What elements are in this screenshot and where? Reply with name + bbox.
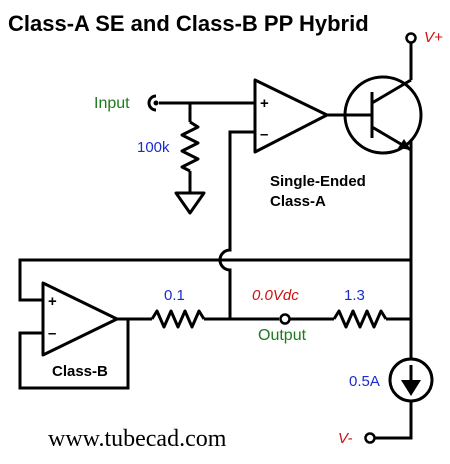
class-b-opamp — [41, 281, 119, 357]
vplus-terminal — [405, 32, 417, 44]
output-voltage-label: 0.0Vdc — [252, 287, 299, 304]
class-a-plus-input: + — [260, 95, 269, 112]
class-b-minus-input: – — [48, 325, 56, 342]
class-b-feedback-wire — [18, 319, 130, 390]
input-jack — [147, 94, 159, 112]
class-b-input-wire — [18, 258, 411, 302]
class-a-minus-input: – — [260, 126, 268, 143]
resistor-0-1-value: 0.1 — [164, 287, 185, 304]
current-source — [388, 357, 434, 403]
class-b-plus-input: + — [48, 293, 57, 310]
class-a-label-line2: Class-A — [270, 193, 326, 210]
output-terminal[interactable] — [279, 313, 291, 325]
vminus-terminal — [364, 432, 376, 444]
vplus-label: V+ — [424, 29, 443, 46]
resistor-1-3 — [332, 309, 388, 329]
diagram-title: Class-A SE and Class-B PP Hybrid — [8, 11, 369, 36]
class-a-feedback-wire — [218, 130, 255, 320]
resistor-1-3-value: 1.3 — [344, 287, 365, 304]
npn-transistor — [327, 75, 423, 155]
current-source-value: 0.5A — [349, 373, 380, 390]
class-a-label-line1: Single-Ended — [270, 173, 366, 190]
vminus-label: V- — [338, 430, 352, 447]
footer-url[interactable]: www.tubecad.com — [48, 426, 227, 452]
ground-icon — [174, 191, 206, 215]
input-resistor-100k — [180, 120, 200, 173]
class-a-opamp — [253, 78, 329, 154]
vminus-wire — [375, 401, 413, 440]
resistor-0-1 — [150, 309, 206, 329]
output-label: Output — [258, 327, 307, 344]
input-resistor-value: 100k — [137, 139, 170, 156]
class-b-label: Class-B — [52, 363, 108, 380]
input-label: Input — [94, 95, 130, 112]
